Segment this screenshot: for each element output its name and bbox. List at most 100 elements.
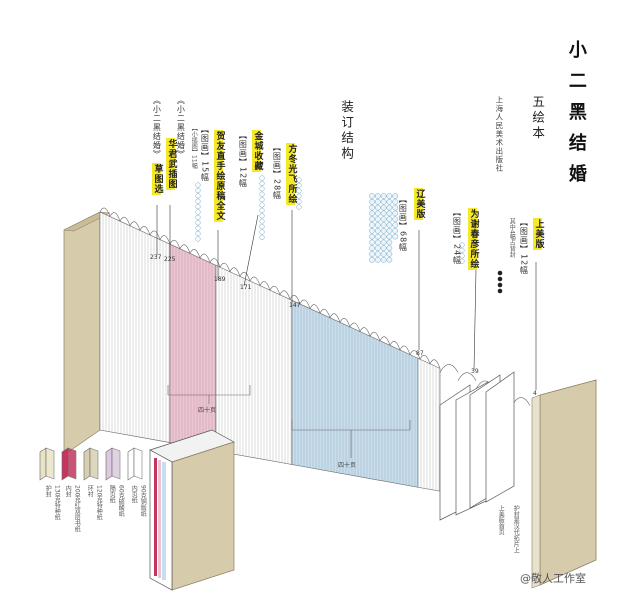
dot — [259, 197, 265, 203]
dot — [259, 218, 265, 224]
dot-grid-liaomei — [369, 193, 399, 263]
dot — [259, 202, 265, 208]
dot — [374, 251, 381, 257]
dot — [369, 222, 375, 228]
dot — [459, 258, 465, 264]
page-block-1 — [99, 211, 171, 443]
dot — [380, 256, 387, 263]
dot — [374, 193, 381, 199]
legend-name-2: 内封 — [64, 485, 72, 497]
legend-swatch-4 — [105, 447, 113, 481]
dot — [369, 239, 375, 246]
dot — [386, 239, 393, 246]
dot-grid-shangmei — [497, 270, 503, 294]
page-number-39: 39 — [471, 368, 479, 375]
dot — [369, 216, 375, 223]
front-cover-note: 上美版首页 — [497, 505, 505, 535]
dot — [392, 222, 399, 228]
fold-loop — [457, 372, 477, 381]
dot — [296, 193, 302, 199]
page-block-5 — [417, 357, 441, 492]
dot — [497, 270, 503, 276]
dot-grid-heyouzhi — [195, 182, 201, 242]
dot — [392, 227, 399, 234]
page-block-3 — [215, 264, 293, 465]
binding-structure-label: 装订结构 — [339, 100, 355, 162]
legend-name-5: 内页纸 — [130, 485, 138, 503]
page-number-4: 4 — [533, 390, 537, 397]
back-cover-top — [63, 211, 111, 232]
callout-huajunwu-title: 《小二黑结婚》 — [176, 96, 186, 159]
legend-swatch-side — [111, 447, 121, 480]
dot — [195, 220, 201, 226]
dot — [195, 225, 201, 231]
legend-swatch-side — [45, 447, 55, 480]
dot — [392, 216, 399, 223]
dot — [195, 236, 201, 242]
dot — [296, 188, 302, 194]
dot-grid-fang — [296, 177, 302, 210]
dot — [369, 227, 375, 234]
dot — [296, 182, 302, 188]
dot — [459, 253, 465, 259]
dot — [374, 256, 381, 263]
dot — [386, 198, 393, 205]
dot — [374, 227, 381, 234]
dot — [380, 227, 387, 234]
dot — [296, 177, 302, 183]
dot — [497, 282, 503, 288]
dot — [259, 224, 265, 230]
front-cover-detail: 护封是汉代拓片上 — [512, 505, 520, 553]
dot — [392, 233, 399, 240]
signature-label-2: 四十页 — [338, 462, 357, 469]
signature-label-1: 四十页 — [198, 407, 217, 414]
callout-huajunwu: 华君武插图 — [166, 138, 177, 190]
dot — [296, 204, 302, 210]
dot — [374, 210, 381, 217]
dot — [195, 182, 201, 188]
page-number-171: 171 — [240, 284, 252, 291]
dot-grid-jincheng — [259, 175, 265, 240]
dot — [380, 222, 387, 228]
callout-lines — [156, 205, 537, 390]
dot — [195, 214, 201, 220]
dot — [380, 251, 387, 257]
callout-jincheng: 金城收藏 — [252, 130, 263, 172]
dot — [386, 245, 393, 252]
dot — [259, 186, 265, 192]
dot — [369, 251, 375, 257]
dot — [369, 233, 375, 240]
callout-shangmei-detail: 【图画】12幅 — [519, 218, 529, 276]
dot — [380, 239, 387, 246]
dot — [497, 276, 503, 282]
page-number-237: 237 — [150, 254, 162, 261]
dot — [386, 256, 393, 263]
fold-loop — [511, 397, 531, 406]
dot — [392, 193, 399, 199]
dot — [386, 210, 393, 217]
dot — [374, 216, 381, 223]
callout-liaomei: 辽美版 — [414, 188, 425, 220]
callout-xie-detail: 【图画】24幅 — [452, 208, 462, 266]
legend-desc-1: 130克特种纸 — [53, 485, 61, 521]
dot — [369, 210, 375, 217]
callout-shangmei: 上美版 — [533, 218, 544, 250]
dot — [386, 193, 393, 199]
dot — [386, 204, 393, 211]
dot — [369, 245, 375, 252]
callout-jincheng-detail: 【图画】12幅 — [238, 131, 248, 189]
dot — [374, 233, 381, 240]
dot — [374, 198, 381, 205]
dot — [195, 209, 201, 215]
callout-fang: 方冬光飞所绘 — [286, 143, 297, 205]
page-number-87: 87 — [416, 350, 424, 357]
dot — [195, 204, 201, 210]
dot — [259, 180, 265, 186]
dot — [369, 193, 375, 199]
legend-name-3: 环衬 — [86, 485, 94, 497]
dot — [386, 251, 393, 257]
legend-swatch-5 — [127, 447, 135, 481]
dot-grid-xie — [459, 242, 465, 264]
